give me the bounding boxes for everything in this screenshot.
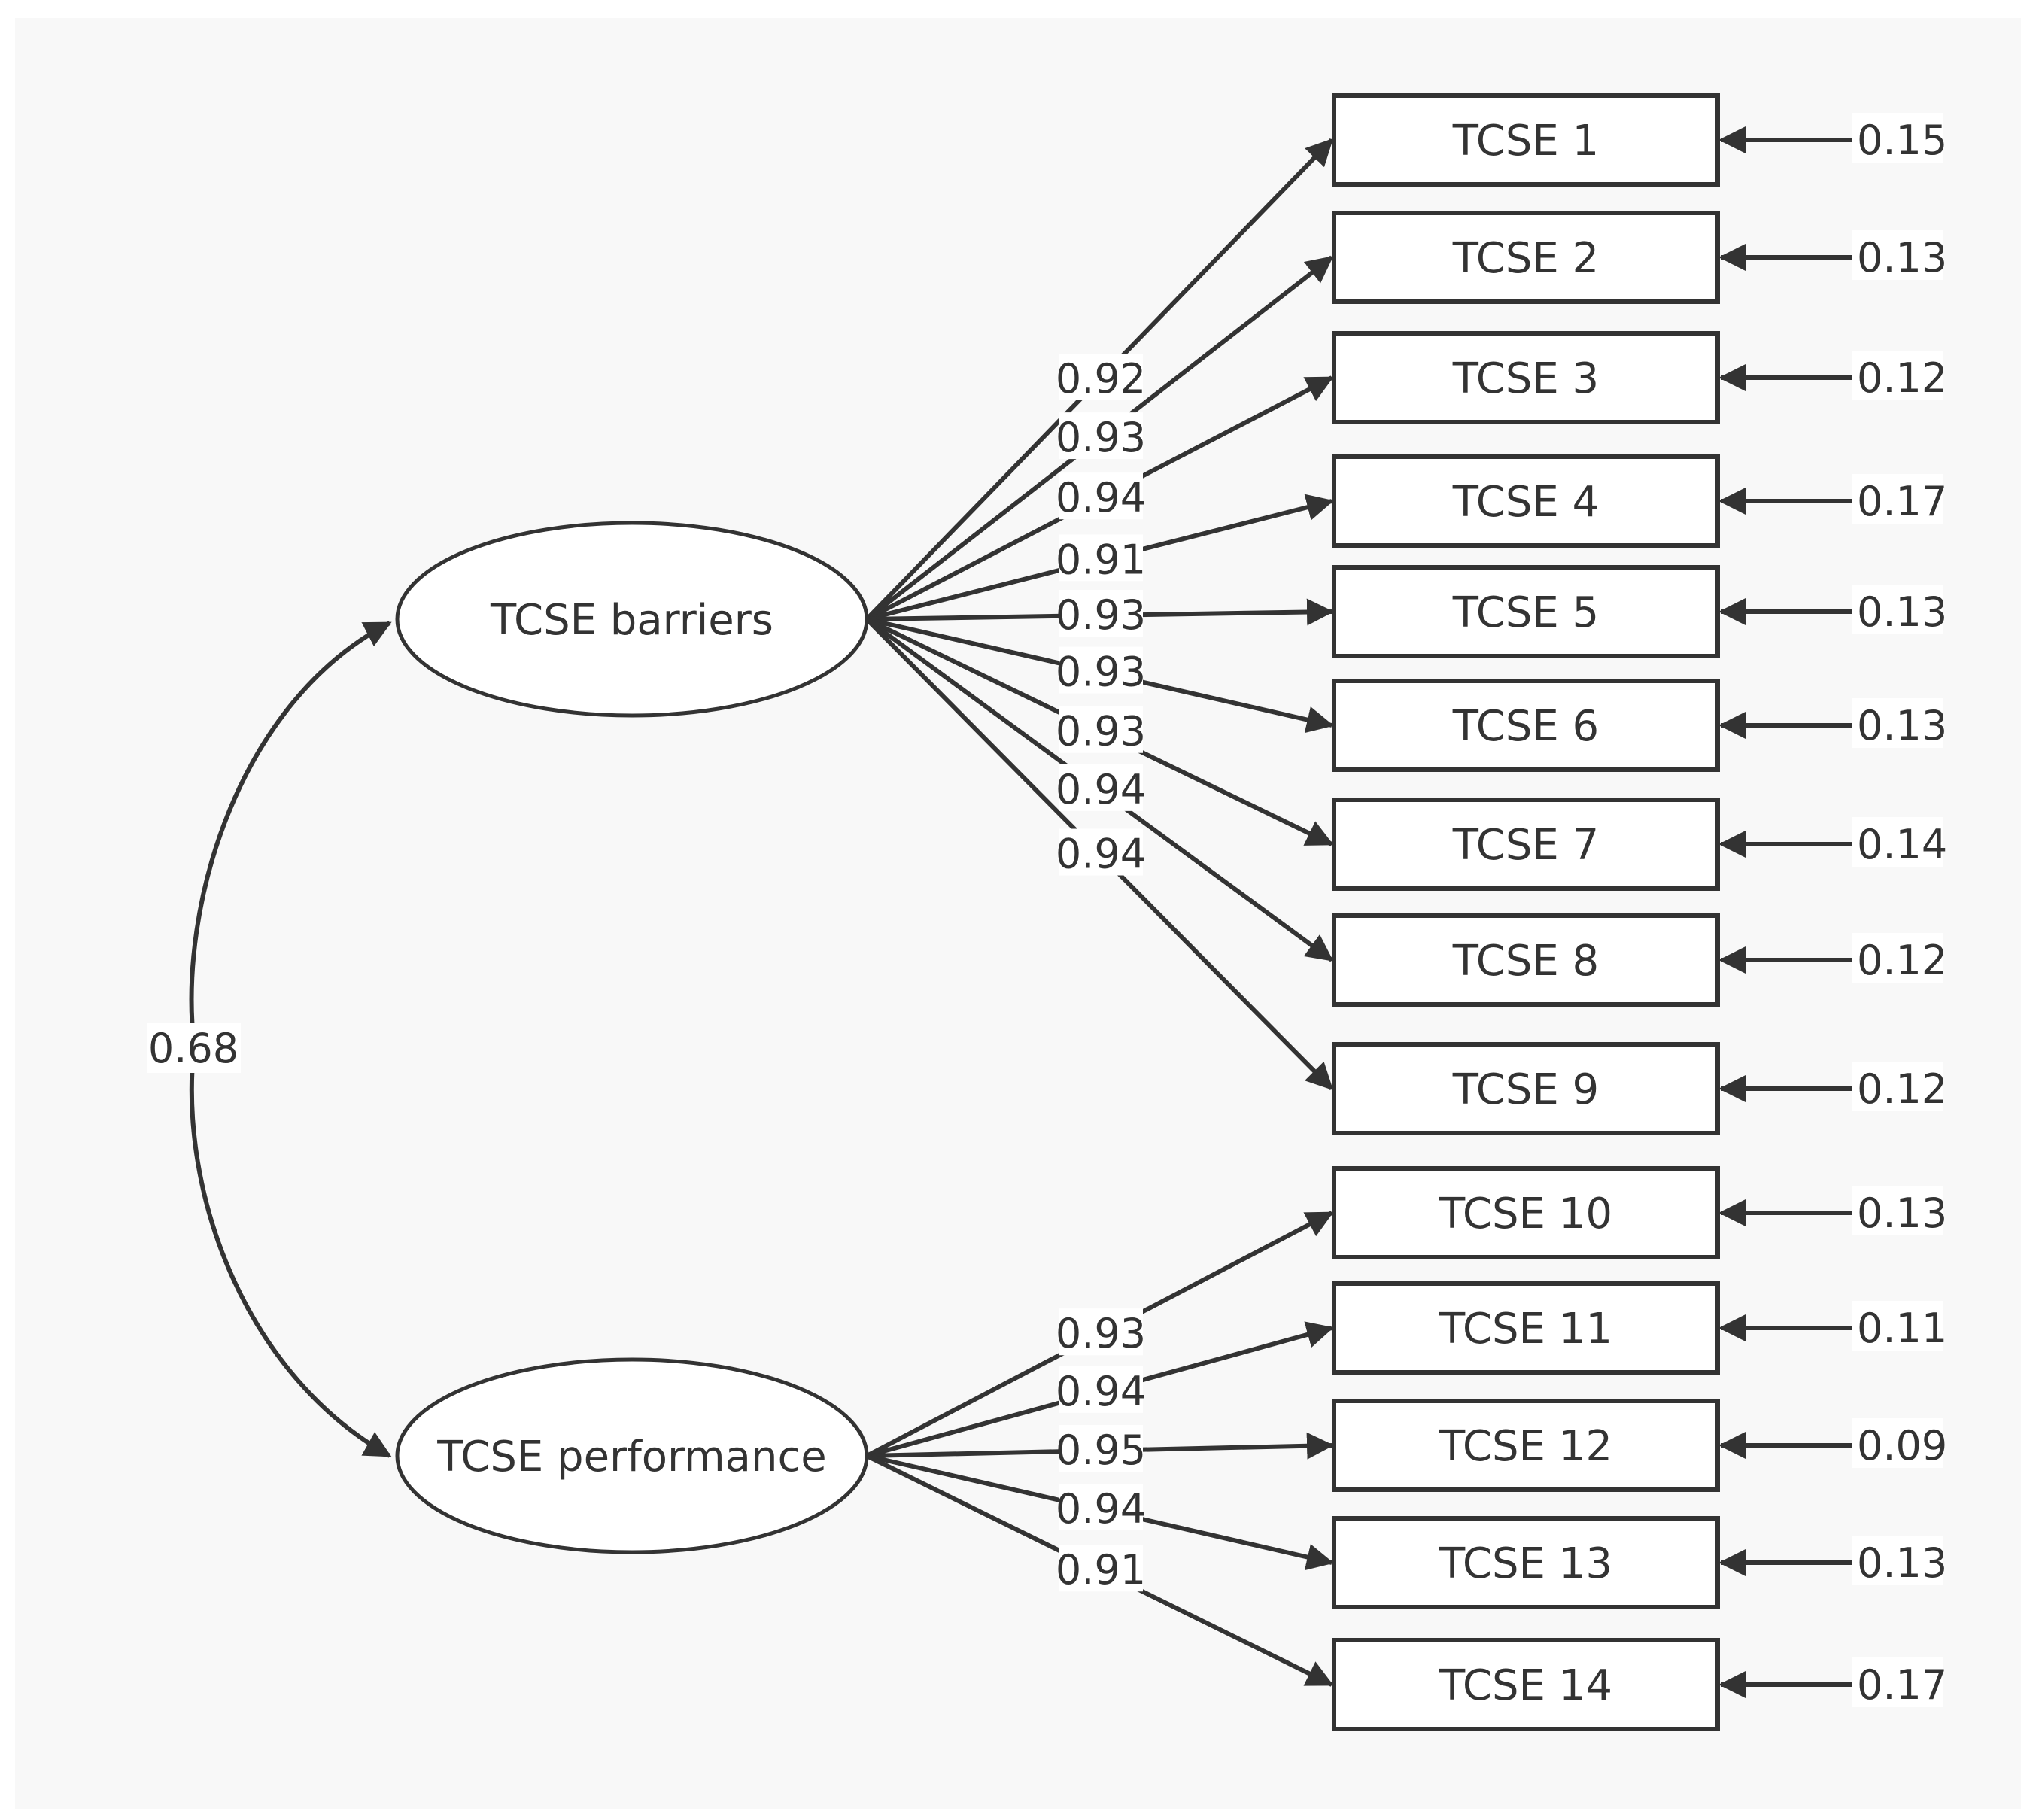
diagram-background <box>15 18 2021 1809</box>
factor-loading-label: 0.93 <box>1056 1310 1146 1357</box>
error-variance-label: 0.15 <box>1857 117 1947 164</box>
latent-factor-label: TCSE performance <box>436 1433 826 1481</box>
factor-loading-label: 0.94 <box>1056 474 1146 521</box>
factor-correlation: 0.68 <box>147 621 392 1458</box>
indicator-label: TCSE 5 <box>1452 588 1599 637</box>
indicator-label: TCSE 7 <box>1452 821 1599 870</box>
factor-loading-label: 0.93 <box>1056 414 1146 461</box>
error-variances: 0.15 0.13 0.12 0.17 0.13 0.13 0.14 0.12 0.12 0.13… <box>1718 113 1947 1709</box>
error-variance-label: 0.12 <box>1857 937 1947 984</box>
indicator-box <box>1332 679 1720 772</box>
latent-factor-barriers <box>395 521 869 718</box>
error-variance-label: 0.12 <box>1857 354 1947 402</box>
indicator-label: TCSE 14 <box>1439 1661 1612 1710</box>
error-variance-label: 0.17 <box>1857 1661 1947 1709</box>
indicator-boxes: TCSE 1 TCSE 2 TCSE 3 TCSE 4 TCSE 5 TCSE 6 TCSE… <box>1332 93 1720 1731</box>
indicator-label: TCSE 1 <box>1452 117 1599 166</box>
error-variance-label: 0.13 <box>1857 702 1947 749</box>
factor-loading-label: 0.94 <box>1056 1368 1146 1415</box>
indicator-box <box>1332 331 1720 424</box>
indicator-label: TCSE 10 <box>1439 1190 1612 1238</box>
error-variance-label: 0.13 <box>1857 588 1947 636</box>
factor-loading-label: 0.93 <box>1056 708 1146 755</box>
factor-loading-label: 0.93 <box>1056 649 1146 696</box>
factor-loading-label: 0.94 <box>1056 766 1146 813</box>
factor-loading-label: 0.92 <box>1056 355 1146 403</box>
factor-loading-labels: 0.92 0.93 0.94 0.91 0.93 0.93 0.93 0.94 0.94 0.93… <box>1056 353 1146 1594</box>
error-variance-label: 0.13 <box>1857 1539 1947 1587</box>
correlation-label: 0.68 <box>148 1025 239 1072</box>
correlation-curve <box>189 621 392 1047</box>
factor-loading-label: 0.91 <box>1056 1546 1146 1594</box>
indicator-box <box>1332 1516 1720 1609</box>
latent-factor-label: TCSE barriers <box>490 596 773 645</box>
correlation-curve <box>189 1045 392 1458</box>
indicator-label: TCSE 8 <box>1452 937 1599 986</box>
factor-loading-label: 0.93 <box>1056 591 1146 639</box>
indicator-box <box>1332 454 1720 548</box>
indicator-label: TCSE 4 <box>1452 478 1599 527</box>
indicator-label: TCSE 3 <box>1452 354 1599 403</box>
factor-loading-label: 0.91 <box>1056 536 1146 583</box>
indicator-box <box>1332 1399 1720 1492</box>
error-variance-label: 0.13 <box>1857 234 1947 281</box>
latent-factor-performance <box>395 1357 869 1554</box>
indicator-box <box>1332 1166 1720 1259</box>
indicator-label: TCSE 11 <box>1439 1305 1612 1354</box>
indicator-box <box>1332 1281 1720 1375</box>
error-variance-label: 0.11 <box>1857 1305 1947 1352</box>
error-variance-label: 0.17 <box>1857 478 1947 525</box>
indicator-box <box>1332 798 1720 891</box>
indicator-box <box>1332 1638 1720 1731</box>
factor-loading-label: 0.94 <box>1056 831 1146 878</box>
indicator-box <box>1332 1042 1720 1135</box>
indicator-label: TCSE 2 <box>1452 234 1599 283</box>
indicator-label: TCSE 12 <box>1439 1422 1612 1471</box>
error-variance-label: 0.12 <box>1857 1065 1947 1113</box>
indicator-box <box>1332 211 1720 304</box>
indicator-box <box>1332 913 1720 1007</box>
error-variance-label: 0.09 <box>1857 1422 1947 1469</box>
error-variance-label: 0.13 <box>1857 1190 1947 1237</box>
error-variance-label: 0.14 <box>1857 821 1947 868</box>
indicator-box <box>1332 93 1720 187</box>
indicator-box <box>1332 565 1720 658</box>
factor-loading-label: 0.94 <box>1056 1485 1146 1533</box>
indicator-label: TCSE 13 <box>1439 1539 1612 1588</box>
indicator-label: TCSE 9 <box>1452 1065 1599 1114</box>
indicator-label: TCSE 6 <box>1452 702 1599 751</box>
factor-loading-label: 0.95 <box>1056 1427 1146 1474</box>
